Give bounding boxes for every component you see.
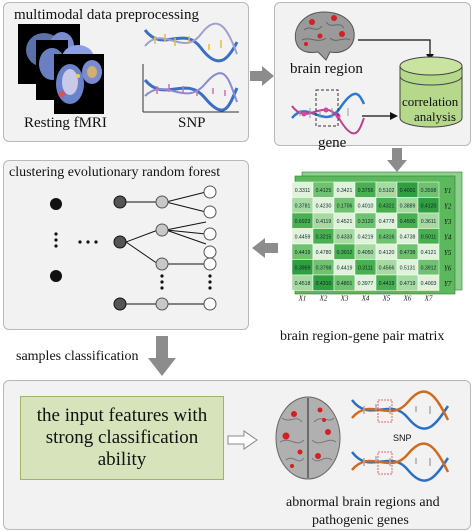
matrix-col-label: X1 [298,295,307,303]
matrix-cell-value: 0.4801 [337,281,353,287]
matrix-cell-value: 0.4120 [421,203,437,209]
matrix-row-label: Y3 [444,218,452,226]
matrix-cell-value: 0.4500 [400,219,416,225]
matrix-cell-value: 0.3912 [337,250,353,256]
database-cylinder [399,56,463,128]
matrix-cell-value: 0.3798 [316,265,332,271]
matrix-cell-value: 0.4419 [295,250,311,256]
matrix-cell-value: 0.4316 [379,234,395,240]
matrix-cell-value: 0.4778 [379,219,395,225]
matrix-col-label: X6 [403,295,412,303]
gene-label: gene [318,135,347,151]
forest-title: clustering evolutionary random forest [9,165,221,180]
matrix-cell-value: 0.4566 [379,265,395,271]
matrix-cell-value: 0.4003 [421,281,437,287]
hollow-arrow [227,430,258,450]
matrix-cell-value: 0.3611 [421,219,437,225]
matrix-cell-value: 0.4518 [295,281,311,287]
matrix-row-label: Y1 [444,187,451,195]
matrix-row-label: Y6 [444,264,452,272]
matrix-cell-value: 0.4310 [316,281,332,287]
matrix-cell-value: 0.5131 [400,265,416,271]
result-label-line1: abnormal brain regions and [286,495,440,510]
features-box: the input features with strong classific… [20,396,224,480]
matrix-cell-value: 0.4738 [400,250,416,256]
matrix-col-label: X5 [382,295,391,303]
matrix-cell-value: 0.4321 [379,203,395,209]
matrix-col-label: X7 [424,295,433,303]
features-text: the input features with strong classific… [36,405,208,470]
db-label-line1: correlation [402,94,459,109]
matrix-cell-value: 0.5011 [421,234,437,240]
random-forest-diagram [50,185,217,311]
matrix-cell-value: 0.3598 [421,188,437,194]
matrix-cell-value: 0.4120 [379,250,395,256]
matrix-cell-value: 0.3977 [358,281,374,287]
matrix-cell-value: 0.3889 [400,203,416,209]
samples-classification-label: samples classification [16,349,139,364]
matrix-cell-value: 0.4050 [358,250,374,256]
matrix-cell-value: 0.6923 [295,219,311,225]
matrix-cell-value: 0.4419 [379,281,395,287]
matrix-cell-value: 0.3311 [295,188,311,194]
arrow-down-2 [148,336,176,376]
arrow-down-1 [387,148,407,172]
fmri-label: Resting fMRI [24,115,107,131]
gene-dna-image [291,89,366,135]
snp-dna-image [142,22,239,113]
matrix-cell-value: 0.5102 [379,188,395,194]
matrix-cell-value: 0.3421 [337,188,353,194]
snp-label: SNP [178,115,206,131]
matrix-cell-value: 0.4119 [316,219,332,225]
matrix-label: brain region-gene pair matrix [280,329,445,344]
matrix-row-label: Y4 [444,233,452,241]
matrix-cell-value: 0.3781 [295,203,311,209]
matrix-cell-value: 0.3120 [358,219,374,225]
matrix-row-label: Y5 [444,249,452,257]
matrix-cell-value: 0.3111 [358,265,373,271]
matrix-cell-value: 0.3756 [358,188,374,194]
brain-image [294,11,355,61]
matrix-cell [417,274,440,291]
matrix-col-label: X3 [340,295,349,303]
matrix-cell-value: 0.3959 [295,265,311,271]
brain-region-label: brain region [290,61,363,77]
snp-tag: SNP [393,433,412,443]
preprocessing-title: multimodal data preprocessing [14,7,199,23]
snp-dna-pair-image [351,390,450,482]
matrix-cell-value: 0.4419 [337,265,353,271]
matrix-cell-value: 0.4125 [316,188,332,194]
matrix-cell-value: 0.4001 [400,188,416,194]
matrix-row-label: Y7 [444,280,452,288]
matrix-cell-value: 0.4121 [421,250,437,256]
matrix-cell-value: 0.4738 [400,234,416,240]
fmri-image [18,24,104,114]
matrix-cell-value: 0.3912 [421,265,437,271]
matrix-cell-value: 0.1706 [337,203,353,209]
matrix-cell-value: 0.4230 [316,203,332,209]
arrow-left-1 [252,238,278,258]
brain-topview-image [275,396,341,480]
matrix-col-label: X2 [319,295,328,303]
matrix-cell-value: 0.4719 [400,281,416,287]
matrix-row-label: Y2 [444,202,452,210]
matrix-cell-value: 0.4521 [337,219,353,225]
matrix-cell-value: 0.4010 [358,203,374,209]
matrix-cell-value: 0.4219 [358,234,374,240]
pair-matrix: 0.3311 0.4125 0.3421 0.3756 0.5102 0.4001 0.35… [291,171,463,303]
matrix-cell-value: 0.4780 [316,250,332,256]
matrix-col-label: X4 [361,295,370,303]
matrix-cell-value: 0.4459 [295,234,311,240]
matrix-cell-value: 0.4333 [337,234,353,240]
result-label-line2: pathogenic genes [312,513,409,528]
db-label-line2: analysis [414,109,456,124]
matrix-cell-value: 0.3215 [316,234,332,240]
arrow-right-1 [250,66,274,86]
